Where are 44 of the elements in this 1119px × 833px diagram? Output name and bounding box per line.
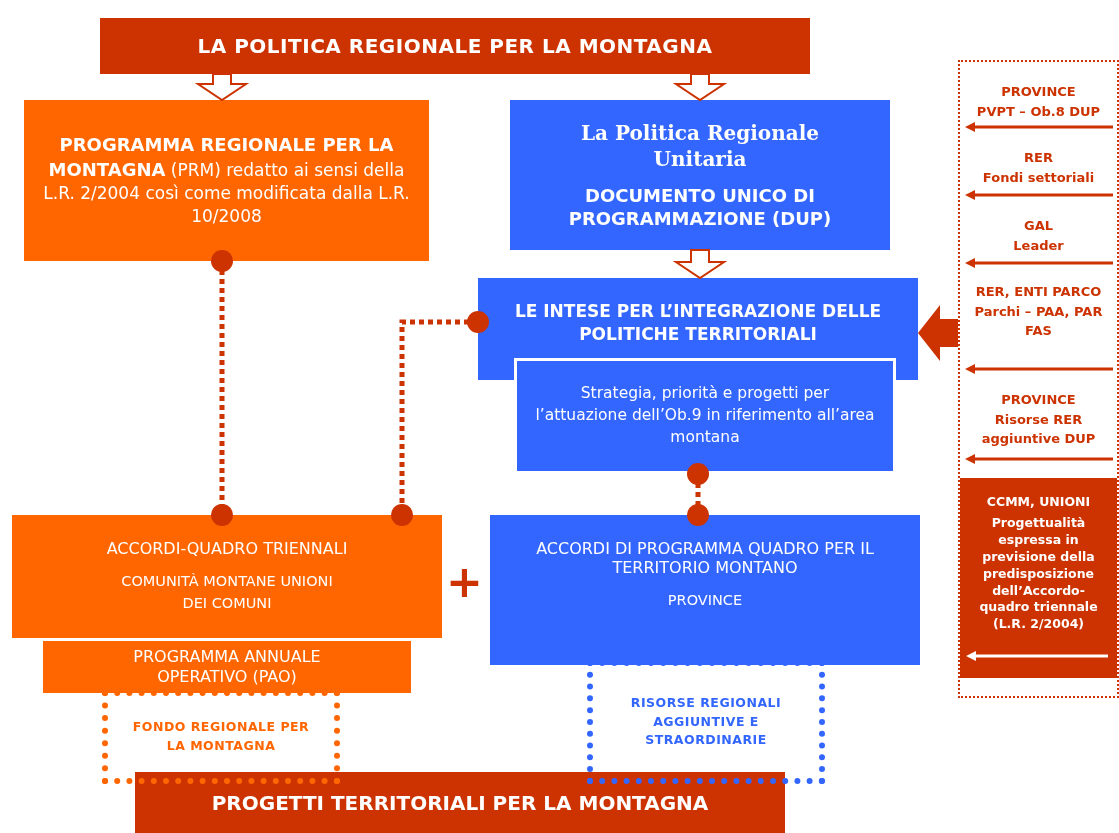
dotted-connector: [391, 311, 489, 526]
program-box: [24, 100, 429, 261]
box-heading: ACCORDI DI PROGRAMMA QUADRO PER IL TERRITORIO MONTANO: [535, 539, 875, 577]
block-arrow: [918, 305, 958, 361]
source-name: RER, ENTI PARCO: [975, 283, 1102, 301]
source-name: RER: [1024, 149, 1053, 167]
source-detail: Fondi settoriali: [982, 168, 1095, 187]
program-box: [510, 100, 890, 250]
block-arrow: [672, 73, 728, 102]
source-name: PROVINCE: [1001, 83, 1076, 101]
box-text: RISORSE REGIONALI AGGIUNTIVE E STRAORDINARIE: [629, 693, 783, 750]
dotted-connector: [687, 463, 709, 526]
sources-panel: [958, 60, 1119, 698]
program-box: [40, 638, 414, 696]
title-banner: [100, 18, 810, 74]
source-name: PROVINCE: [1001, 391, 1076, 409]
block-arrow: [672, 249, 728, 280]
banner-title: PROGETTI TERRITORIALI PER LA MONTAGNA: [211, 790, 709, 815]
block-arrow: [194, 73, 250, 102]
process-box: [514, 358, 896, 474]
dotted-connector: [211, 250, 233, 526]
source-name: GAL: [1024, 217, 1053, 235]
box-text: PROGRAMMA REGIONALE PER LA MONTAGNA (PRM) redatto ai sensi della L.R. 2/2004 così come modificata dalla L.R. 10/2008: [42, 133, 411, 228]
source-name: CCMM, UNIONI: [986, 494, 1091, 509]
source-detail: Parchi – PAA, PAR FAS: [973, 302, 1104, 340]
plus-sign: +: [446, 560, 483, 604]
source-detail: Progettualità espressa in previsione della predisposizione dell’Accordo-quadro triennale (L.R. 2/2004): [978, 515, 1099, 634]
agreement-box: [12, 515, 442, 638]
agreement-box: [490, 515, 920, 665]
box-text: FONDO REGIONALE PER LA MONTAGNA: [131, 718, 311, 755]
source-detail: Risorse RER aggiuntive DUP: [980, 410, 1097, 448]
box-text: PROVINCE: [666, 591, 744, 610]
box-heading: ACCORDI-QUADRO TRIENNALI: [105, 539, 349, 558]
box-text: Strategia, priorità e progetti per l’attuazione dell’Ob.9 in riferimento all’area montana: [534, 383, 876, 448]
source-box: [960, 478, 1117, 678]
banner-title: LA POLITICA REGIONALE PER LA MONTAGNA: [197, 34, 713, 58]
box-heading: PROGRAMMA ANNUALE OPERATIVO (PAO): [132, 647, 322, 687]
box-heading: DOCUMENTO UNICO DI PROGRAMMAZIONE (DUP): [567, 183, 833, 231]
box-heading: La Politica Regionale Unitaria: [579, 119, 820, 172]
box-heading: LE INTESE PER L’INTEGRAZIONE DELLE POLITICHE TERRITORIALI: [513, 300, 883, 346]
source-detail: PVPT – Ob.8 DUP: [976, 102, 1101, 121]
box-text: COMUNITÀ MONTANE UNIONI DEI COMUNI: [120, 572, 334, 614]
title-banner: [135, 772, 785, 833]
source-detail: Leader: [1013, 236, 1064, 255]
